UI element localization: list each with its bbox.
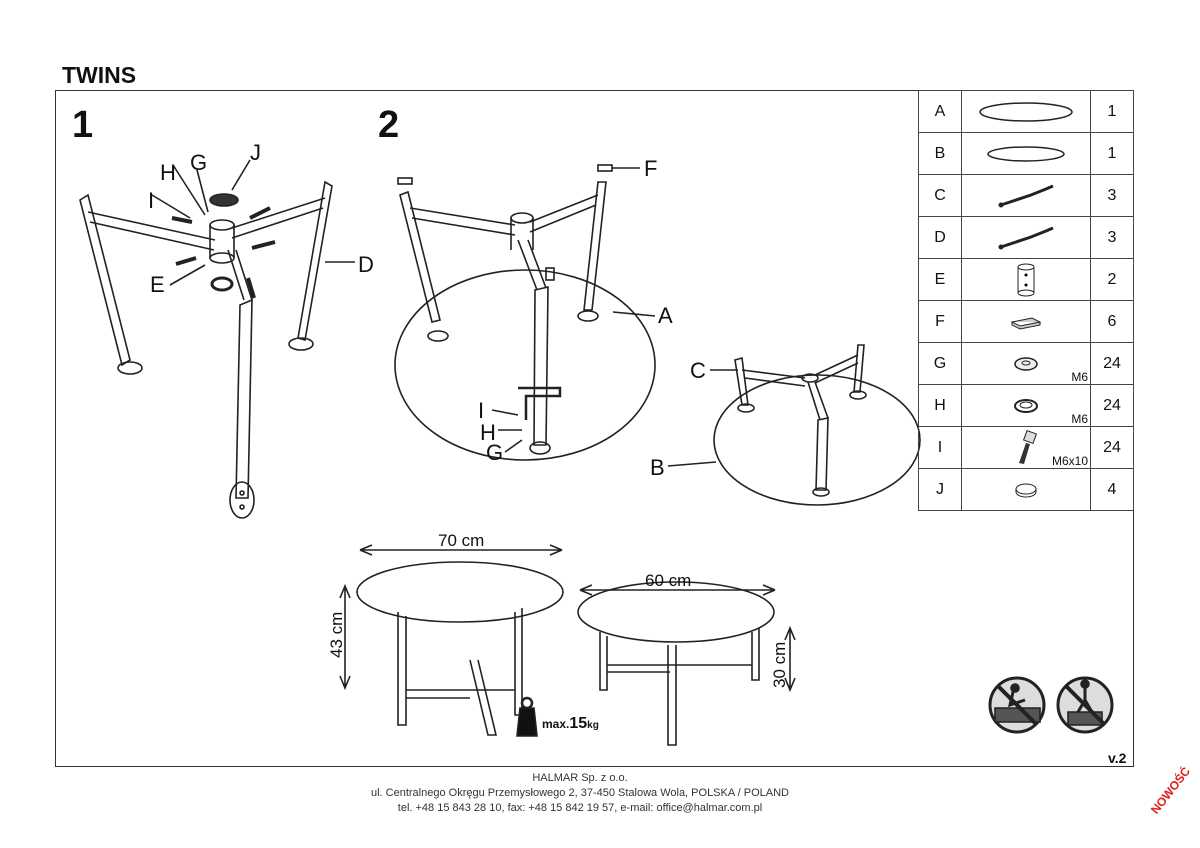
step-1-drawing: H G J I E D — [79, 140, 374, 519]
svg-text:max.15kg: max.15kg — [542, 715, 599, 732]
part-illustration — [961, 258, 1091, 301]
part-quantity: 24 — [1090, 342, 1134, 385]
part-quantity: 6 — [1090, 300, 1134, 343]
part-letter: B — [918, 132, 962, 175]
part-letter: I — [918, 426, 962, 469]
label-e: E — [150, 272, 165, 297]
part-letter: G — [918, 342, 962, 385]
part-quantity: 2 — [1090, 258, 1134, 301]
part-quantity: 4 — [1090, 468, 1134, 511]
part-letter: J — [918, 468, 962, 511]
label-h: H — [160, 160, 176, 185]
footer-contact: tel. +48 15 843 28 10, fax: +48 15 842 1… — [397, 802, 763, 814]
footer-company: HALMAR Sp. z o.o. — [532, 772, 628, 784]
dimension-width-small: 60 cm — [645, 571, 691, 590]
document-title: TWINS — [62, 62, 137, 88]
part-quantity: 24 — [1090, 384, 1134, 427]
instruction-frame — [55, 90, 1134, 767]
part-size: M6x10 — [1051, 454, 1088, 468]
small-tabletop-icon — [962, 139, 1090, 169]
part-quantity: 3 — [1090, 174, 1134, 217]
dimensions-drawing: 70 cm 60 cm 43 cm 30 cm max.15kg — [327, 531, 796, 746]
part-illustration: M6 — [961, 342, 1091, 385]
part-size: M6 — [1071, 370, 1088, 384]
version-label: v.2 — [1108, 750, 1127, 766]
connector-cylinder-icon — [962, 261, 1090, 299]
part-quantity: 1 — [1090, 90, 1134, 133]
label-c: C — [690, 358, 706, 383]
dimension-height-large: 43 cm — [327, 612, 346, 658]
label-b: B — [650, 455, 665, 480]
part-letter: E — [918, 258, 962, 301]
part-illustration: M6x10 — [961, 426, 1091, 469]
step-2-drawing: F A C B I H G — [394, 156, 921, 506]
part-illustration — [961, 300, 1091, 343]
step-2-number: 2 — [378, 104, 399, 146]
part-quantity: 1 — [1090, 132, 1134, 175]
part-quantity: 24 — [1090, 426, 1134, 469]
footer-address: ul. Centralnego Okręgu Przemysłowego 2, … — [370, 787, 789, 799]
part-letter: F — [918, 300, 962, 343]
washer-icon — [962, 354, 1090, 374]
footer: HALMAR Sp. z o.o. ul. Centralnego Okręgu… — [0, 771, 1160, 816]
max-load-unit: kg — [587, 720, 599, 731]
part-illustration: M6 — [961, 384, 1091, 427]
dimension-height-small: 30 cm — [770, 642, 789, 688]
cap-icon — [962, 480, 1090, 500]
large-tabletop-icon — [962, 97, 1090, 127]
part-letter: C — [918, 174, 962, 217]
no-standing-icon — [1056, 676, 1114, 734]
no-sitting-icon — [988, 676, 1046, 734]
part-letter: D — [918, 216, 962, 259]
max-load-prefix: max. — [542, 717, 569, 731]
label-g-2: G — [486, 440, 503, 465]
part-illustration — [961, 132, 1091, 175]
label-j: J — [250, 140, 261, 165]
part-illustration — [961, 216, 1091, 259]
pad-icon — [962, 312, 1090, 332]
max-load-value: 15 — [569, 715, 587, 732]
part-illustration — [961, 468, 1091, 511]
spring-washer-icon — [962, 396, 1090, 416]
label-i-2: I — [478, 398, 484, 423]
weight-icon — [516, 696, 538, 737]
bolt-icon — [962, 429, 1090, 467]
label-f: F — [644, 156, 657, 181]
leg-frame-icon — [962, 223, 1090, 253]
label-g: G — [190, 150, 207, 175]
label-d: D — [358, 252, 374, 277]
part-letter: H — [918, 384, 962, 427]
label-h-2: H — [480, 420, 496, 445]
leg-frame-icon — [962, 181, 1090, 211]
label-a: A — [658, 303, 673, 328]
step-1-number: 1 — [72, 104, 93, 146]
part-illustration — [961, 90, 1091, 133]
part-quantity: 3 — [1090, 216, 1134, 259]
part-illustration — [961, 174, 1091, 217]
label-i: I — [148, 188, 154, 213]
part-letter: A — [918, 90, 962, 133]
dimension-width-large: 70 cm — [438, 531, 484, 550]
part-size: M6 — [1071, 412, 1088, 426]
